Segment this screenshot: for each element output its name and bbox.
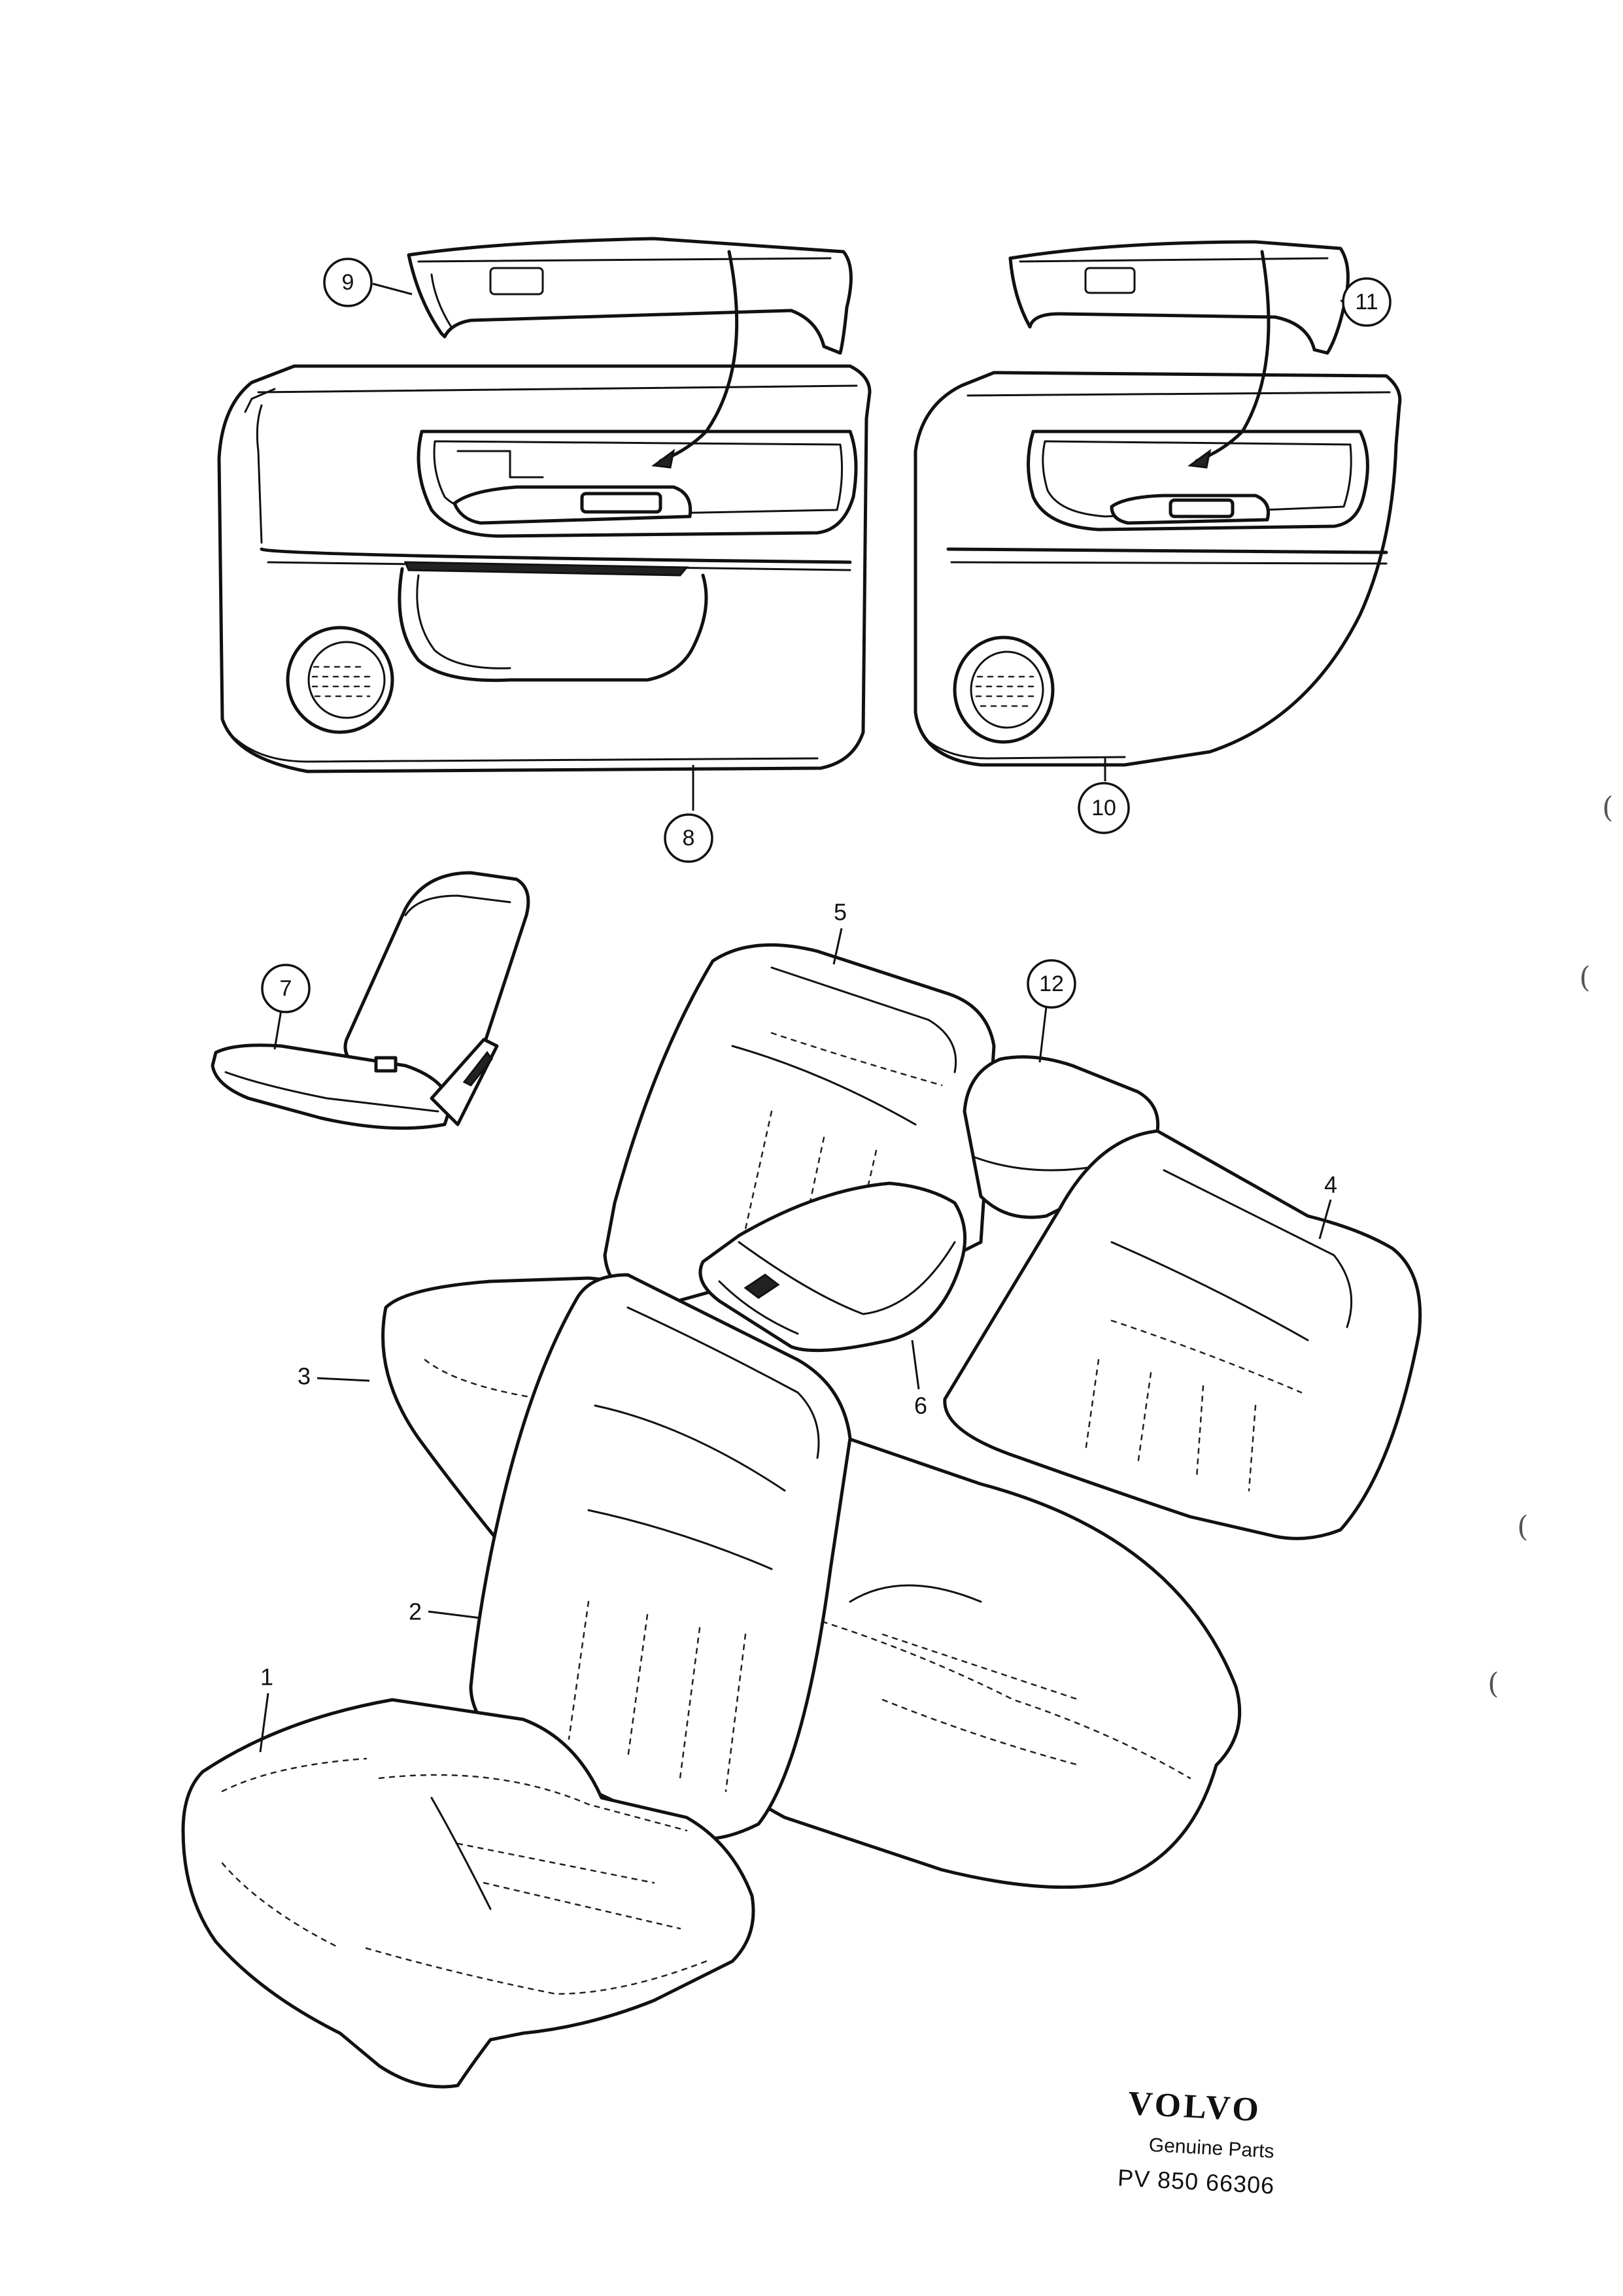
volvo-logo-block: VOLVO Genuine Parts PV 850 66306 [1117,2085,1275,2199]
callout-5: 5 [832,899,847,965]
svg-text:(: ( [1579,961,1590,994]
callout-10-label: 10 [1091,796,1116,820]
rear-door-panel [914,240,1402,767]
callout-8: 8 [664,765,713,863]
callout-3: 3 [298,1363,370,1390]
callout-2: 2 [409,1598,481,1625]
callout-4-label: 4 [1324,1172,1337,1198]
callout-6: 6 [911,1340,927,1419]
front-door-panel [217,237,872,773]
front-seat-cushion [181,1698,755,2089]
genuine-parts-label: Genuine Parts [1148,2135,1274,2163]
callout-11-label: 11 [1355,290,1378,314]
callout-4: 4 [1318,1172,1337,1240]
callout-5-label: 5 [834,899,847,926]
callout-3-label: 3 [298,1363,311,1390]
callout-11: 11 [1340,277,1392,327]
callout-1-label: 1 [260,1664,273,1691]
callout-7-label: 7 [280,976,292,1001]
part-number-code: PV 850 66306 [1117,2164,1275,2199]
rear-backrest-right [943,1129,1422,1540]
svg-text:(: ( [1488,1667,1499,1700]
speaker-grille-icon [286,626,394,734]
callout-9: 9 [323,258,413,307]
callout-6-label: 6 [914,1393,927,1419]
callout-12-label: 12 [1039,971,1064,996]
callout-8-label: 8 [683,826,695,851]
callout-7: 7 [261,964,311,1050]
svg-text:(: ( [1517,1510,1528,1544]
rear-armrest [698,1181,967,1353]
armrest-cover-front [407,237,853,355]
speaker-grille-icon [953,635,1055,744]
callout-10: 10 [1078,757,1130,834]
brand-wordmark: VOLVO [1127,2085,1263,2129]
door-handle-icon [1169,498,1235,518]
callout-12: 12 [1027,959,1076,1063]
callout-2-label: 2 [409,1598,422,1625]
folding-seat [211,871,530,1130]
callout-9-label: 9 [342,270,354,295]
callout-1: 1 [259,1664,273,1753]
door-handle-icon [580,492,662,514]
armrest-cover-rear [1008,240,1350,355]
svg-text:(: ( [1602,791,1613,824]
